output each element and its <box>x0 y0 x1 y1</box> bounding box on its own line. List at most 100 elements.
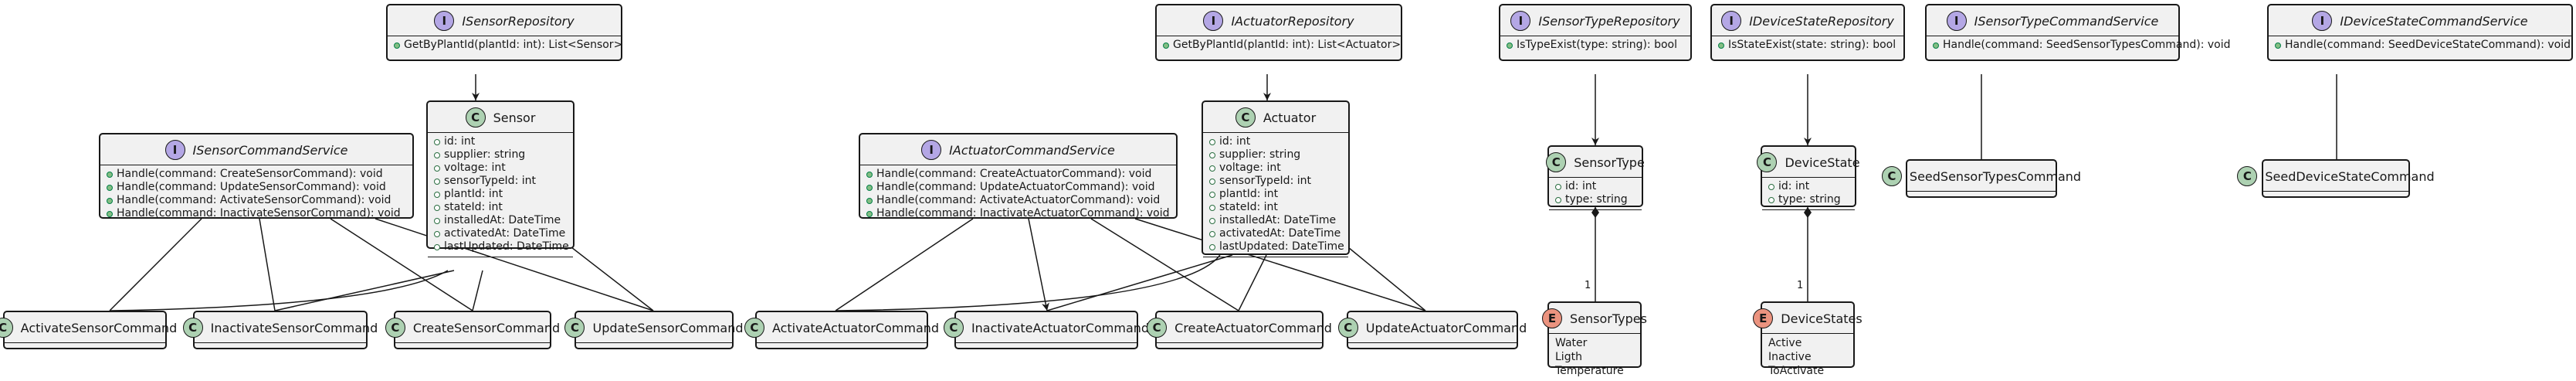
class-name: SeedSensorTypesCommand <box>1909 168 2082 184</box>
class-name: SensorTypes <box>1570 311 1647 326</box>
edge-acs-create <box>1090 218 1239 311</box>
field: plantId: int <box>444 188 503 200</box>
public-field-icon <box>1209 204 1215 211</box>
interface-badge-icon: I <box>1203 11 1224 31</box>
public-method-icon <box>107 197 113 204</box>
public-method-icon <box>866 197 873 204</box>
class-name: ISensorCommandService <box>192 142 348 158</box>
class-badge-icon: C <box>744 318 764 338</box>
field: id: int <box>444 135 476 148</box>
class-badge-icon: C <box>1235 107 1256 128</box>
field: installedAt: DateTime <box>1219 214 1337 226</box>
edge-scs-update <box>375 218 654 311</box>
class-name: IDeviceStateRepository <box>1749 13 1894 29</box>
class-name: Sensor <box>493 110 536 125</box>
public-field-icon <box>1209 243 1215 250</box>
public-field-icon <box>1555 183 1561 190</box>
edge-sensor-create <box>472 270 483 311</box>
edge-acs-activate <box>835 218 974 311</box>
public-field-icon <box>434 138 440 145</box>
method: IsStateExist(state: string): bool <box>1728 39 1896 51</box>
class-badge-icon: C <box>1881 166 1902 186</box>
class-badge-icon: C <box>465 107 486 128</box>
field: plantId: int <box>1219 188 1279 200</box>
edge-acs-inactivate <box>1028 218 1049 311</box>
edge-actuator-update <box>1347 247 1426 311</box>
method: Handle(command: CreateActuatorCommand): … <box>876 168 1152 180</box>
enum-value: Active <box>1768 337 1802 349</box>
edge-actuator-activate <box>835 254 1221 311</box>
edge-sensor-update <box>571 247 654 311</box>
public-field-icon <box>434 165 440 172</box>
class-name: ISensorTypeRepository <box>1538 13 1680 29</box>
public-field-icon <box>434 191 440 198</box>
public-method-icon <box>866 210 873 217</box>
class-name: ISensorRepository <box>462 13 575 29</box>
interface-badge-icon: I <box>2312 11 2333 31</box>
class-name: IActuatorRepository <box>1231 13 1354 29</box>
interface-badge-icon: I <box>434 11 455 31</box>
method: Handle(command: InactivateActuatorComman… <box>876 207 1170 219</box>
public-field-icon <box>1209 217 1215 224</box>
class-name: UpdateSensorCommand <box>592 320 744 335</box>
public-field-icon <box>1209 191 1215 198</box>
public-field-icon <box>1209 138 1215 145</box>
field: stateId: int <box>1219 201 1278 213</box>
field: supplier: string <box>444 148 526 161</box>
field: supplier: string <box>1219 148 1301 161</box>
field: voltage: int <box>444 162 506 174</box>
public-method-icon <box>107 184 113 191</box>
class-name: InactivateActuatorCommand <box>971 320 1150 335</box>
seedsensortypescommand-box[interactable]: C SeedSensorTypesCommand <box>1881 159 2081 198</box>
class-name: UpdateActuatorCommand <box>1365 320 1527 335</box>
sensor-class-box[interactable]: C Sensor id: int supplier: string voltage… <box>426 100 575 257</box>
field: type: string <box>1778 193 1841 206</box>
field: sensorTypeId: int <box>1219 175 1311 187</box>
enum-badge-icon: E <box>1753 308 1774 328</box>
method: Handle(command: ActivateSensorCommand): … <box>117 194 391 206</box>
edge-scs-create <box>330 218 473 311</box>
public-method-icon <box>1163 42 1169 49</box>
public-method-icon <box>107 210 113 217</box>
public-method-icon <box>1507 42 1513 49</box>
edge-scs-inactivate <box>259 218 276 311</box>
method: IsTypeExist(type: string): bool <box>1517 39 1678 51</box>
public-method-icon <box>866 184 873 191</box>
edge-acs-update <box>1134 218 1426 311</box>
class-badge-icon: C <box>2237 166 2258 186</box>
field: type: string <box>1565 193 1628 206</box>
public-method-icon <box>1718 42 1724 49</box>
class-name: SensorType <box>1574 155 1645 170</box>
field: activatedAt: DateTime <box>444 227 566 240</box>
public-field-icon <box>1209 230 1215 237</box>
enum-value: Temperature <box>1555 365 1624 377</box>
interface-badge-icon: I <box>921 140 942 160</box>
interface-badge-icon: I <box>1946 11 1967 31</box>
field: stateId: int <box>444 201 503 213</box>
edge-sensor-inactivate <box>274 270 455 311</box>
enum-value: Water <box>1555 337 1588 349</box>
